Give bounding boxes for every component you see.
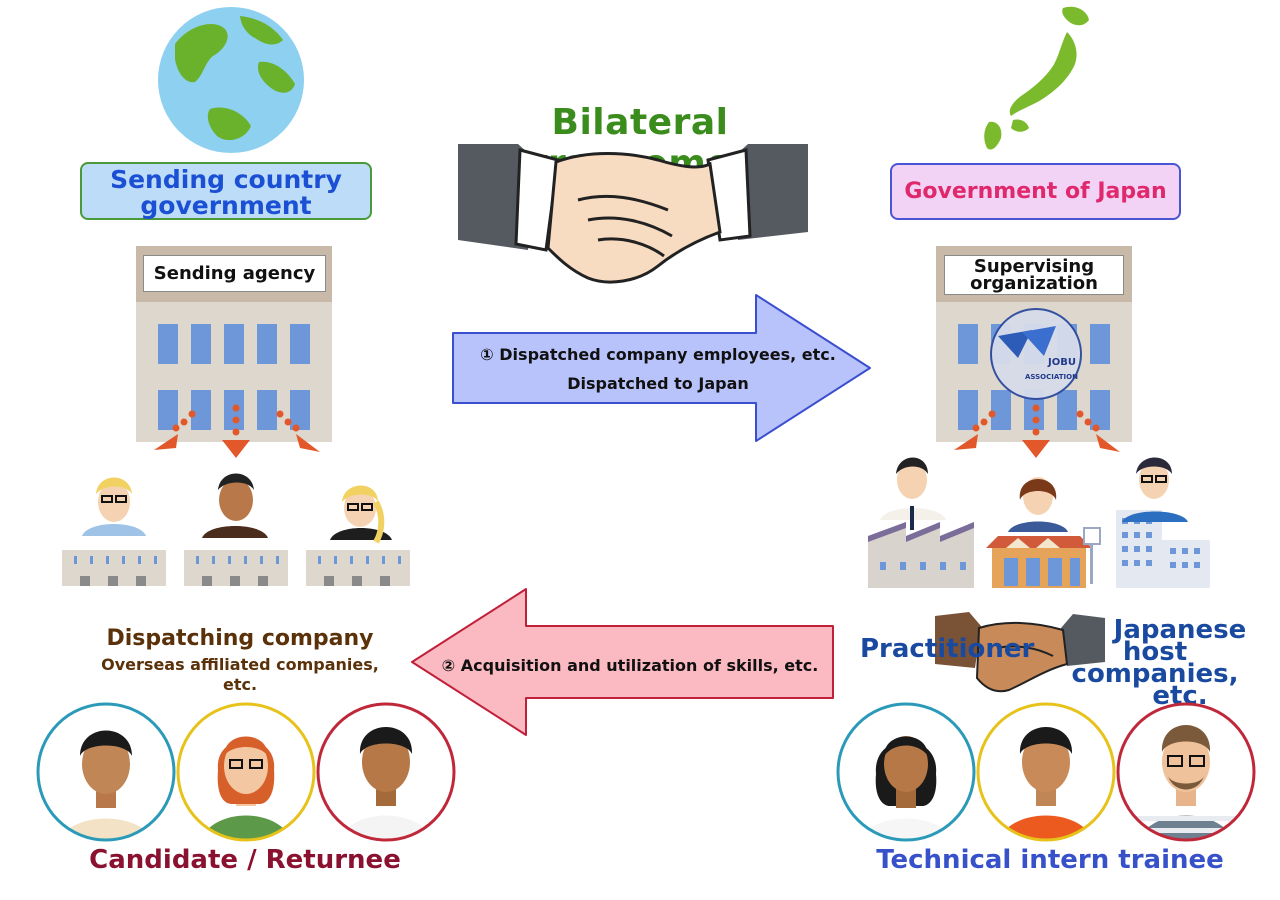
dispatching-sub2: etc. <box>222 675 258 694</box>
dispatch-to-japan-arrow <box>452 294 871 442</box>
skills-utilization-arrow <box>411 588 834 736</box>
japanese-host-companies <box>868 457 1210 588</box>
handshake-icon <box>458 144 808 284</box>
globe-icon <box>158 7 304 153</box>
sending-agency-sign: Sending agency <box>143 255 326 292</box>
arrow-right-line1: ① Dispatched company employees, etc. <box>480 345 836 364</box>
dispatching-company-subtitle: Overseas affiliated companies, etc. <box>60 655 420 695</box>
dispatching-company-title: Dispatching company <box>106 626 374 651</box>
sending-country-government-box: Sending country government <box>80 162 372 220</box>
technical-intern-trainee-label: Technical intern trainee <box>876 845 1224 875</box>
japanese-host-line1: Japanese <box>1113 615 1247 645</box>
candidate-returnee-label: Candidate / Returnee <box>89 845 401 875</box>
arrow-right-text: ① Dispatched company employees, etc. Dis… <box>448 340 868 398</box>
dispatching-sub1: Overseas affiliated companies, <box>101 655 379 674</box>
trainee-portraits <box>836 702 1256 842</box>
japanese-host-line2: host companies, <box>1071 637 1239 689</box>
distribution-arrows-left <box>154 404 320 458</box>
government-of-japan-box: Government of Japan <box>890 163 1181 220</box>
dispatching-company-workers <box>62 473 410 586</box>
supervising-line1: Supervising <box>973 256 1095 277</box>
distribution-arrows-right <box>954 404 1120 458</box>
candidate-portraits <box>36 702 456 842</box>
supervising-line2: organization <box>970 273 1098 294</box>
sending-country-line2: government <box>140 191 312 220</box>
supervising-organization-sign: Supervising organization <box>944 255 1124 295</box>
japanese-host-label: Japanese host companies, etc. <box>1040 615 1270 709</box>
jobu-logo-sub: ASSOCIATION <box>1025 373 1078 381</box>
jobu-logo-name: JOBU <box>1048 357 1076 368</box>
practitioner-label: Practitioner <box>860 634 1035 664</box>
arrow-right-line2: Dispatched to Japan <box>567 374 749 393</box>
sending-country-line1: Sending country <box>110 165 342 194</box>
japan-map-icon <box>984 6 1089 150</box>
small-handshake-icon <box>935 612 1105 693</box>
arrow-left-text: ② Acquisition and utilization of skills,… <box>441 656 819 675</box>
